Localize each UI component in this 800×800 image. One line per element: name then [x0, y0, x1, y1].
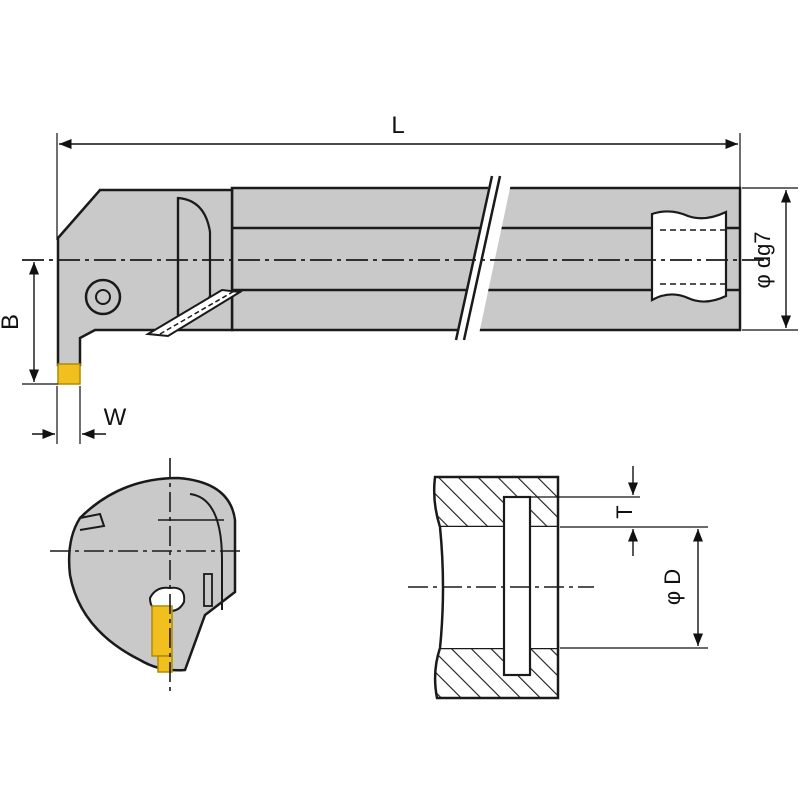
label-dg7: φ dg7 — [750, 231, 775, 288]
dimension-D: φ D — [560, 529, 708, 649]
end-view-insert — [151, 605, 173, 657]
groove — [502, 495, 532, 677]
dimension-T: T — [530, 466, 708, 556]
groove-section — [408, 475, 594, 700]
dimension-L: L — [56, 112, 741, 240]
end-view — [50, 458, 245, 692]
label-L: L — [391, 112, 404, 139]
boring-bar-side-view — [22, 175, 770, 385]
label-W: W — [104, 404, 127, 431]
cutting-insert — [57, 363, 81, 385]
end-view-body — [67, 476, 237, 672]
dimension-dg7: φ dg7 — [742, 187, 798, 331]
label-T: T — [612, 505, 637, 518]
label-B: B — [0, 314, 24, 330]
dimension-B: B — [0, 262, 58, 385]
label-D: φ D — [660, 569, 685, 605]
dimension-W: W — [32, 386, 127, 444]
